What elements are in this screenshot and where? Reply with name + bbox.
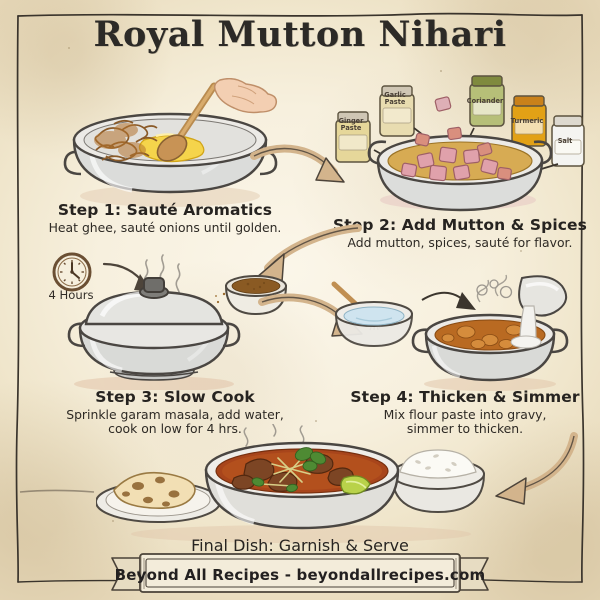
jar-label-garlic-paste: Garlic Paste — [384, 91, 406, 107]
step-4-description-line-2: simmer to thicken. — [406, 421, 524, 436]
page-title: Royal Mutton Nihari — [93, 14, 507, 55]
step-2-illustration — [335, 75, 585, 212]
paper-speck — [112, 520, 115, 523]
jar-garlic-paste — [379, 85, 415, 137]
jar-label-turmeric: Turmeric — [510, 117, 544, 125]
arrow-step1-to-step2 — [250, 144, 345, 183]
step-1-description: Heat ghee, sauté onions until golden. — [48, 220, 282, 235]
jar-salt — [551, 115, 585, 167]
paper-speck — [68, 47, 70, 49]
paper-speck — [315, 420, 317, 422]
step-1-title: Step 1: Sauté Aromatics — [57, 201, 273, 219]
clock-icon — [52, 252, 92, 292]
step-4-illustration — [331, 274, 569, 391]
step-2-description: Add mutton, spices, sauté for flavor. — [347, 235, 573, 250]
arrow-step4-to-final — [495, 432, 578, 505]
jar-label-salt: Salt — [557, 137, 573, 145]
step-3-description-line-2: cook on low for 4 hrs. — [108, 421, 242, 436]
jar-ginger-paste — [335, 111, 371, 163]
step-3-illustration — [67, 254, 288, 390]
step-4-title: Step 4: Thicken & Simmer — [350, 388, 580, 406]
footer-banner — [111, 553, 489, 593]
step-2-title: Step 2: Add Mutton & Spices — [332, 216, 587, 234]
jar-label-coriander: Coriander — [466, 97, 504, 105]
step-3-title: Step 3: Slow Cook — [95, 388, 255, 406]
final-dish-illustration — [96, 424, 486, 543]
paper-speck — [520, 250, 522, 252]
step-1-illustration — [63, 78, 278, 207]
final-dish-title: Final Dish: Garnish & Serve — [191, 536, 409, 555]
jar-turmeric — [511, 95, 547, 147]
arrow-left-tail — [19, 489, 95, 493]
paper-speck — [440, 70, 442, 72]
jar-coriander — [469, 75, 505, 127]
step-4-description-line-1: Mix flour paste into gravy, — [383, 407, 547, 422]
step-3-description-line-1: Sprinkle garam masala, add water, — [66, 407, 284, 422]
timer-label: 4 Hours — [48, 288, 94, 302]
footer-banner-text: Beyond All Recipes - beyondallrecipes.co… — [114, 566, 486, 584]
jar-label-ginger-paste: Ginger Paste — [338, 117, 364, 133]
